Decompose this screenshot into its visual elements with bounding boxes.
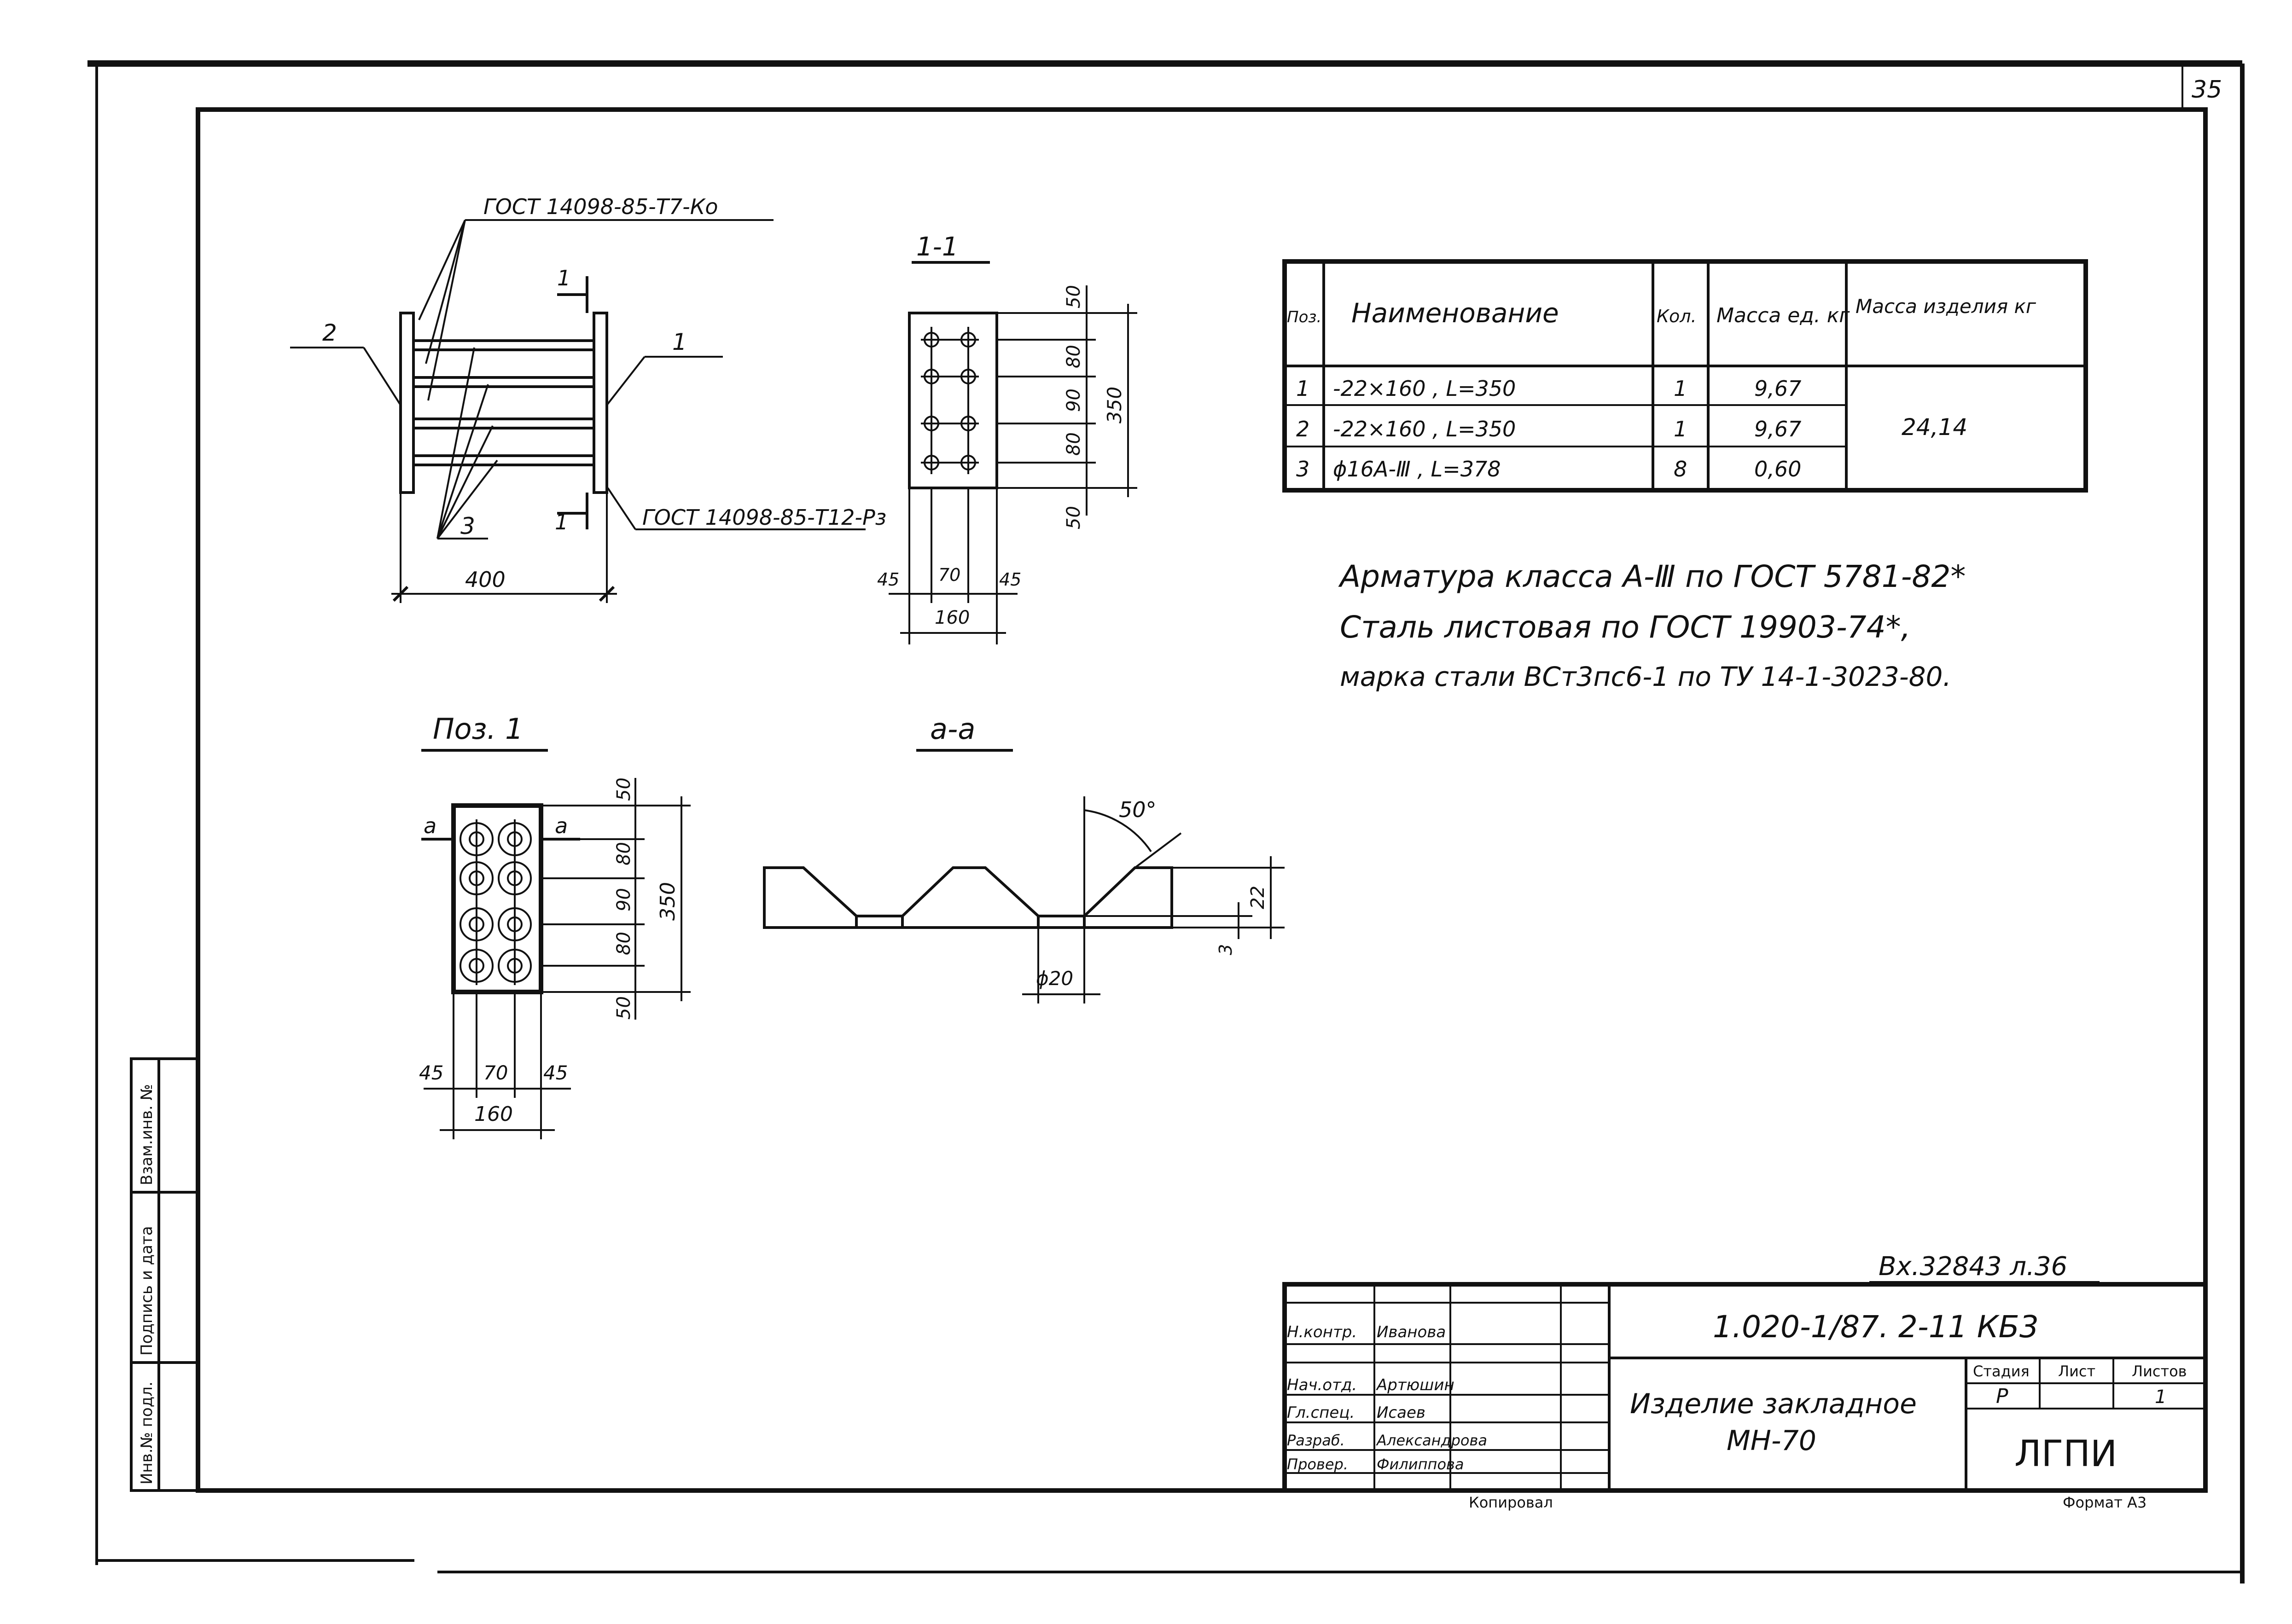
spec-row2-pos: 2 bbox=[1296, 417, 1309, 441]
pos1-holes bbox=[460, 819, 532, 985]
spec-header-name: Наименование bbox=[1351, 297, 1559, 329]
tb-role-2: Нач.отд. bbox=[1287, 1376, 1357, 1394]
section-a-a-title: а-а bbox=[930, 712, 975, 746]
spec-row1-name: -22×160 , L=350 bbox=[1333, 376, 1516, 401]
s11-dim-v2: 80 bbox=[1063, 345, 1084, 368]
tb-name-1: Иванова bbox=[1377, 1323, 1446, 1341]
weld-label-bottom: ГОСТ 14098-85-Т12-Рз bbox=[642, 505, 886, 530]
side-strip-replace: Взам.инв. № bbox=[138, 1084, 156, 1185]
tb-sheet-label: Лист bbox=[2058, 1363, 2095, 1380]
tb-stage-label: Стадия bbox=[1973, 1363, 2030, 1380]
pos-label-3: 3 bbox=[460, 513, 475, 539]
side-strip-inv: Инв.№ подл. bbox=[138, 1381, 156, 1485]
note-line-1: Арматура класса А-Ⅲ по ГОСТ 5781-82* bbox=[1338, 559, 1966, 594]
pos1-dim-v4: 80 bbox=[613, 932, 634, 955]
section-a-a-thickness: 22 bbox=[1247, 886, 1268, 909]
page-number: 35 bbox=[2192, 76, 2222, 104]
tb-sheets-value: 1 bbox=[2155, 1386, 2166, 1408]
s11-dim-v4: 80 bbox=[1063, 432, 1084, 456]
pos1-cut-a-left: а bbox=[424, 813, 436, 838]
s11-dim-h3: 45 bbox=[999, 569, 1021, 590]
tb-stage-value: Р bbox=[1996, 1385, 2008, 1408]
pos1-dim-v2: 80 bbox=[613, 842, 634, 865]
spec-row1-qty: 1 bbox=[1674, 376, 1687, 401]
tb-title-1: Изделие закладное bbox=[1630, 1388, 1917, 1420]
spec-row2-qty: 1 bbox=[1674, 417, 1687, 441]
s11-dim-v1: 50 bbox=[1063, 285, 1084, 308]
s11-dim-v5: 50 bbox=[1063, 506, 1084, 529]
plate-right bbox=[593, 312, 608, 494]
note-line-3: марка стали ВСт3пс6-1 по ТУ 14-1-3023-80… bbox=[1340, 661, 1951, 692]
spec-header-unit-mass: Масса ед. кг bbox=[1716, 304, 1850, 327]
section-a-a-profile bbox=[763, 866, 1173, 929]
tb-title-2: МН-70 bbox=[1727, 1425, 1816, 1457]
spec-row1-pos: 1 bbox=[1296, 376, 1309, 401]
pos1-dim-h1: 45 bbox=[419, 1061, 443, 1084]
s11-dim-width: 160 bbox=[935, 607, 970, 628]
section-a-a-gap: 3 bbox=[1216, 944, 1236, 955]
spec-header-total-mass: Масса изделия кг bbox=[1856, 295, 2036, 318]
spec-row3-qty: 8 bbox=[1674, 457, 1687, 481]
s11-dim-h1: 45 bbox=[877, 569, 899, 590]
pos-label-1: 1 bbox=[672, 329, 687, 355]
pos-label-2: 2 bbox=[322, 319, 337, 346]
tb-format: Формат А3 bbox=[2063, 1494, 2147, 1511]
pos1-view: Поз. 1 а а 5 bbox=[419, 712, 691, 1139]
spec-header-qty: Кол. bbox=[1657, 306, 1697, 326]
pos1-dim-h3: 45 bbox=[543, 1061, 568, 1084]
s11-dim-total: 350 bbox=[1103, 387, 1126, 423]
spec-row2-mass: 9,67 bbox=[1754, 417, 1801, 441]
pos1-title: Поз. 1 bbox=[433, 712, 523, 746]
s11-dim-v3: 90 bbox=[1063, 389, 1084, 412]
tb-role-4: Разраб. bbox=[1287, 1432, 1345, 1449]
tb-doc-code: 1.020-1/87. 2-11 КБ3 bbox=[1713, 1309, 2039, 1345]
section-1-1: 1-1 50 80 90 80 bbox=[877, 232, 1137, 644]
tb-name-5: Филиппова bbox=[1377, 1456, 1464, 1473]
section-a-a-hole: ϕ20 bbox=[1036, 967, 1073, 990]
spec-row1-mass: 9,67 bbox=[1754, 376, 1801, 401]
sheet-frame bbox=[87, 60, 2245, 1583]
tb-copied: Копировал bbox=[1469, 1494, 1553, 1511]
spec-header-pos: Поз. bbox=[1287, 308, 1321, 326]
spec-table bbox=[1282, 259, 2088, 493]
stamp-note: Вх.32843 л.36 bbox=[1879, 1252, 2067, 1282]
note-line-2: Сталь листовая по ГОСТ 19903-74*, bbox=[1340, 609, 1911, 645]
tb-sheets-label: Листов bbox=[2132, 1363, 2187, 1380]
spec-row3-name: ϕ16А-Ⅲ , L=378 bbox=[1333, 457, 1501, 481]
tb-name-2: Артюшин bbox=[1376, 1376, 1454, 1394]
pos1-dim-v1: 50 bbox=[613, 777, 634, 801]
bars bbox=[413, 339, 594, 466]
weld-label-top: ГОСТ 14098-85-Т7-Ко bbox=[483, 194, 718, 219]
pos1-dim-v5: 50 bbox=[613, 996, 634, 1020]
plate-left bbox=[399, 312, 415, 494]
spec-row2-name: -22×160 , L=350 bbox=[1333, 417, 1516, 441]
pos1-dim-width: 160 bbox=[474, 1102, 513, 1126]
tb-name-3: Исаев bbox=[1377, 1404, 1425, 1422]
main-dim-width: 400 bbox=[465, 567, 506, 592]
title-block bbox=[1282, 1282, 2208, 1493]
side-strip-sign: Подпись и дата bbox=[138, 1226, 156, 1356]
spec-row3-mass: 0,60 bbox=[1754, 457, 1801, 481]
pos1-dim-total: 350 bbox=[656, 882, 680, 921]
section-1-1-title: 1-1 bbox=[916, 232, 958, 262]
pos1-dim-h2: 70 bbox=[483, 1061, 508, 1084]
tb-org: ЛГПИ bbox=[2014, 1433, 2117, 1475]
cut-mark-bottom: 1 bbox=[555, 510, 568, 534]
side-strip: Инв.№ подл. Подпись и дата Взам.инв. № bbox=[130, 1057, 199, 1492]
tb-role-3: Гл.спец. bbox=[1287, 1404, 1355, 1422]
cut-mark-top: 1 bbox=[557, 266, 570, 290]
section-a-a: а-а 50° 22 3 ϕ20 bbox=[763, 712, 1285, 1003]
main-view: ГОСТ 14098-85-Т7-Ко ГОСТ 14098-85-Т12-Рз… bbox=[290, 194, 886, 603]
s11-dim-h2: 70 bbox=[938, 565, 960, 585]
tb-role-5: Провер. bbox=[1287, 1456, 1348, 1473]
spec-row3-pos: 3 bbox=[1296, 457, 1309, 481]
tb-name-4: Александрова bbox=[1376, 1432, 1487, 1449]
pos1-cut-a-right: а bbox=[555, 813, 568, 838]
section-1-1-holes bbox=[921, 327, 979, 474]
spec-total-mass: 24,14 bbox=[1902, 414, 1967, 441]
pos1-dim-v3: 90 bbox=[613, 888, 634, 911]
section-a-a-angle: 50° bbox=[1119, 797, 1157, 822]
tb-role-1: Н.контр. bbox=[1287, 1323, 1357, 1341]
